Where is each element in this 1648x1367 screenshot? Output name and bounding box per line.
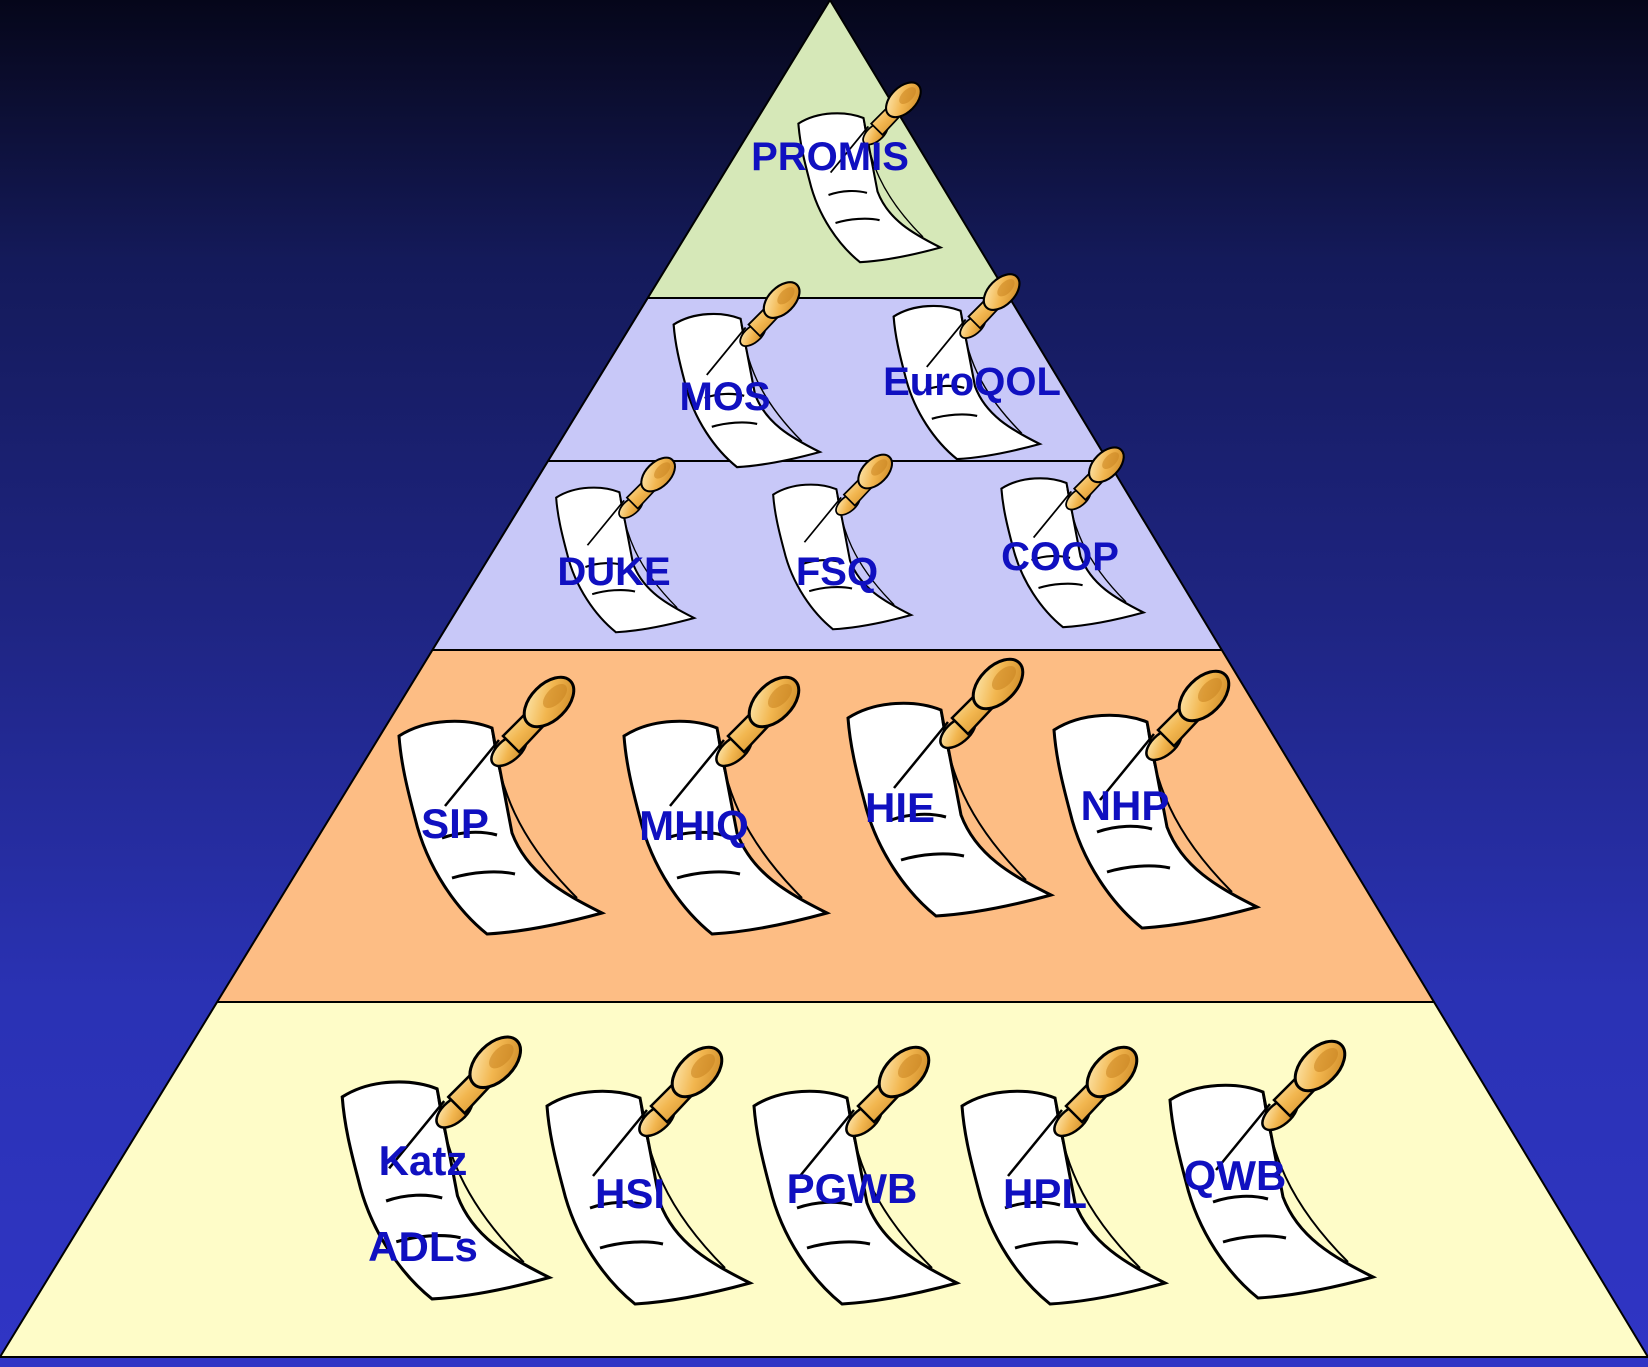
note-card: PROMIS (751, 74, 942, 264)
note-label: HPL (1003, 1170, 1087, 1217)
note-card: PGWB (752, 1036, 959, 1306)
tier-3-band (0, 650, 1648, 1002)
note-card: QWB (1168, 1030, 1375, 1300)
note-card: MOS (672, 274, 821, 469)
note-card: COOP (1000, 439, 1145, 629)
note-label: MHIQ (639, 802, 749, 849)
note-card: HSI (545, 1036, 752, 1306)
note-card: HPL (960, 1036, 1167, 1306)
note-card: SIP (397, 666, 604, 936)
note-label: COOP (1001, 535, 1119, 579)
note-card: DUKE (555, 450, 696, 634)
note-card: NHP (1052, 660, 1259, 930)
note-label: NHP (1081, 782, 1170, 829)
note-label: PGWB (787, 1165, 918, 1212)
note-label: ADLs (368, 1223, 478, 1270)
note-label: HIE (865, 784, 935, 831)
note-label: HSI (595, 1170, 665, 1217)
note-card: EuroQOL (883, 266, 1061, 461)
note-label: QWB (1184, 1152, 1287, 1199)
note-card: FSQ (772, 447, 913, 631)
note-label: PROMIS (751, 135, 909, 179)
note-label: Katz (379, 1137, 468, 1184)
note-label: SIP (421, 800, 489, 847)
note-card: HIE (846, 648, 1053, 918)
note-label: FSQ (796, 550, 878, 594)
note-card: MHIQ (622, 666, 829, 936)
note-label: EuroQOL (883, 360, 1061, 404)
note-label: DUKE (557, 550, 670, 594)
note-label: MOS (679, 375, 770, 419)
